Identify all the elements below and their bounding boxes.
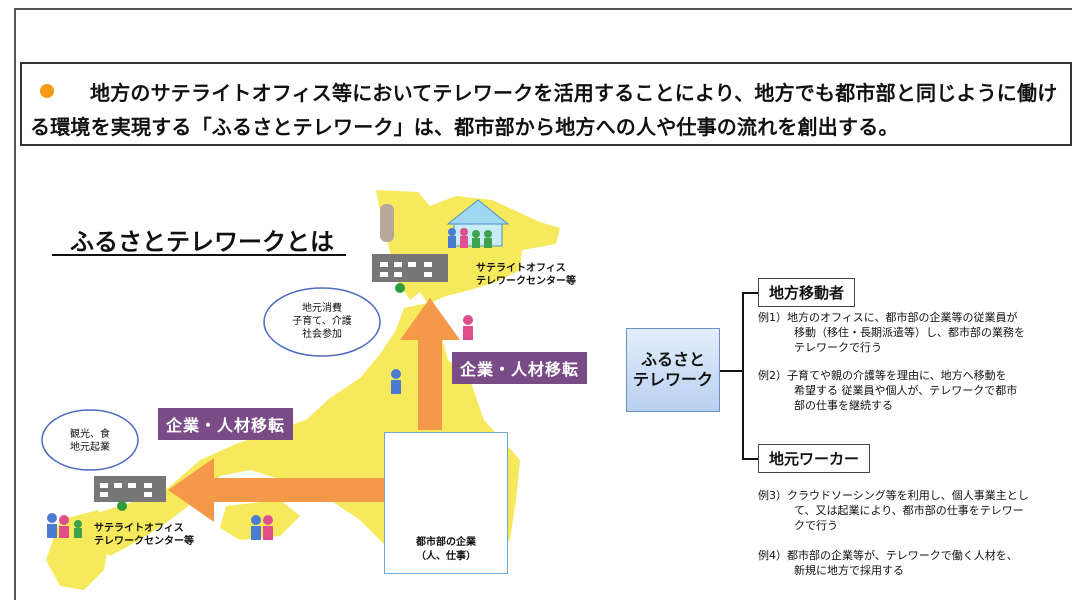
bracket-vertical (742, 292, 744, 460)
summary-box: 地方のサテライトオフィス等においてテレワークを活用することにより、地方でも都市部… (20, 62, 1072, 146)
office-north-label: サテライトオフィス テレワークセンター等 (476, 262, 576, 288)
frame-border-left (14, 8, 16, 600)
type2-ex4-line2: 新規に地方で採用する (794, 564, 904, 577)
person-pink-icon (463, 315, 473, 340)
people-group-west-icon (47, 513, 82, 538)
type2-ex3-line3: クで行う (794, 519, 838, 532)
type1-ex2-line2: 希望する 従業員や個人が、テレワークで都市 (794, 384, 1018, 397)
arrow-left-icon (168, 458, 386, 522)
type2-ex3-line1: 例3）クラウドソーシング等を利用し、個人事業主とし (758, 489, 1029, 502)
connector-type2 (742, 458, 760, 460)
ellipse-north-line1: 地元消費 (302, 303, 342, 314)
ellipse-north-line3: 社会参加 (302, 329, 342, 340)
ellipse-north-text: 地元消費 子育て、介護 社会参加 (272, 302, 372, 341)
ellipse-north-bubble (263, 287, 381, 357)
people-group-north-icon (448, 228, 492, 248)
office-north-label-line2: テレワークセンター等 (476, 276, 576, 287)
move-label-west: 企業・人材移転 (158, 408, 294, 440)
type2-example-3: 例3）クラウドソーシング等を利用し、個人事業主とし て、又は起業により、都市部の… (758, 488, 1072, 533)
type1-ex1-line2: 移動（移住・長期派遣等）し、都市部の業務を (794, 326, 1025, 339)
hq-label-line2: （人、仕事） (416, 551, 476, 562)
satellite-office-west-icon (94, 476, 166, 511)
type1-ex2-line3: 部の仕事を継続する (794, 399, 893, 412)
office-west-label: サテライトオフィス テレワークセンター等 (94, 522, 194, 548)
person-blue-icon (391, 369, 401, 394)
section-title: ふるさとテレワークとは (70, 228, 334, 256)
arrow-up-icon (400, 298, 460, 430)
hq-label: 都市部の企業 （人、仕事） (384, 536, 508, 564)
summary-text: 地方のサテライトオフィス等においてテレワークを活用することにより、地方でも都市部… (30, 81, 1058, 139)
hq-box (384, 432, 508, 574)
type2-ex4-line1: 例4）都市部の企業等が、テレワークで働く人材を、 (758, 549, 1018, 562)
orange-bullet-icon (40, 84, 54, 98)
type1-example-2: 例2）子育てや親の介護等を理由に、地方へ移動を 希望する 従業員や個人が、テレワ… (758, 368, 1072, 413)
office-west-label-line2: テレワークセンター等 (94, 536, 194, 547)
person-figure-tall-icon (380, 204, 394, 242)
connector-center (720, 370, 742, 372)
type-label-local-worker: 地元ワーカー (758, 444, 871, 473)
furusato-telework-box: ふるさと テレワーク (626, 328, 720, 412)
office-north-label-line1: サテライトオフィス (476, 263, 566, 274)
satellite-office-north-icon (372, 254, 448, 293)
type1-ex2-line1: 例2）子育てや親の介護等を理由に、地方へ移動を (758, 369, 1007, 382)
type1-ex1-line1: 例1）地方のオフィスに、都市部の企業等の従業員が (758, 311, 1018, 324)
type2-ex3-line2: て、又は起業により、都市部の仕事をテレワー (794, 504, 1024, 517)
move-label-north: 企業・人材移転 (452, 352, 588, 384)
ellipse-north-line2: 子育て、介護 (292, 316, 352, 327)
hq-label-line1: 都市部の企業 (416, 537, 476, 548)
ellipse-west-bubble (41, 409, 139, 471)
connector-type1 (742, 292, 760, 294)
type-label-migrant: 地方移動者 (758, 278, 856, 307)
office-west-label-line1: サテライトオフィス (94, 523, 184, 534)
people-group-south-icon (251, 515, 273, 540)
type1-ex1-line3: テレワークで行う (794, 341, 882, 354)
ellipse-west-text: 観光、食 地元起業 (48, 428, 132, 454)
type1-example-1: 例1）地方のオフィスに、都市部の企業等の従業員が 移動（移住・長期派遣等）し、都… (758, 310, 1072, 355)
ellipse-west-line2: 地元起業 (70, 442, 110, 453)
frame-border-top (14, 8, 1072, 10)
section-title-underline (52, 254, 346, 256)
ellipse-west-line1: 観光、食 (70, 429, 110, 440)
type2-example-4: 例4）都市部の企業等が、テレワークで働く人材を、 新規に地方で採用する (758, 548, 1072, 578)
